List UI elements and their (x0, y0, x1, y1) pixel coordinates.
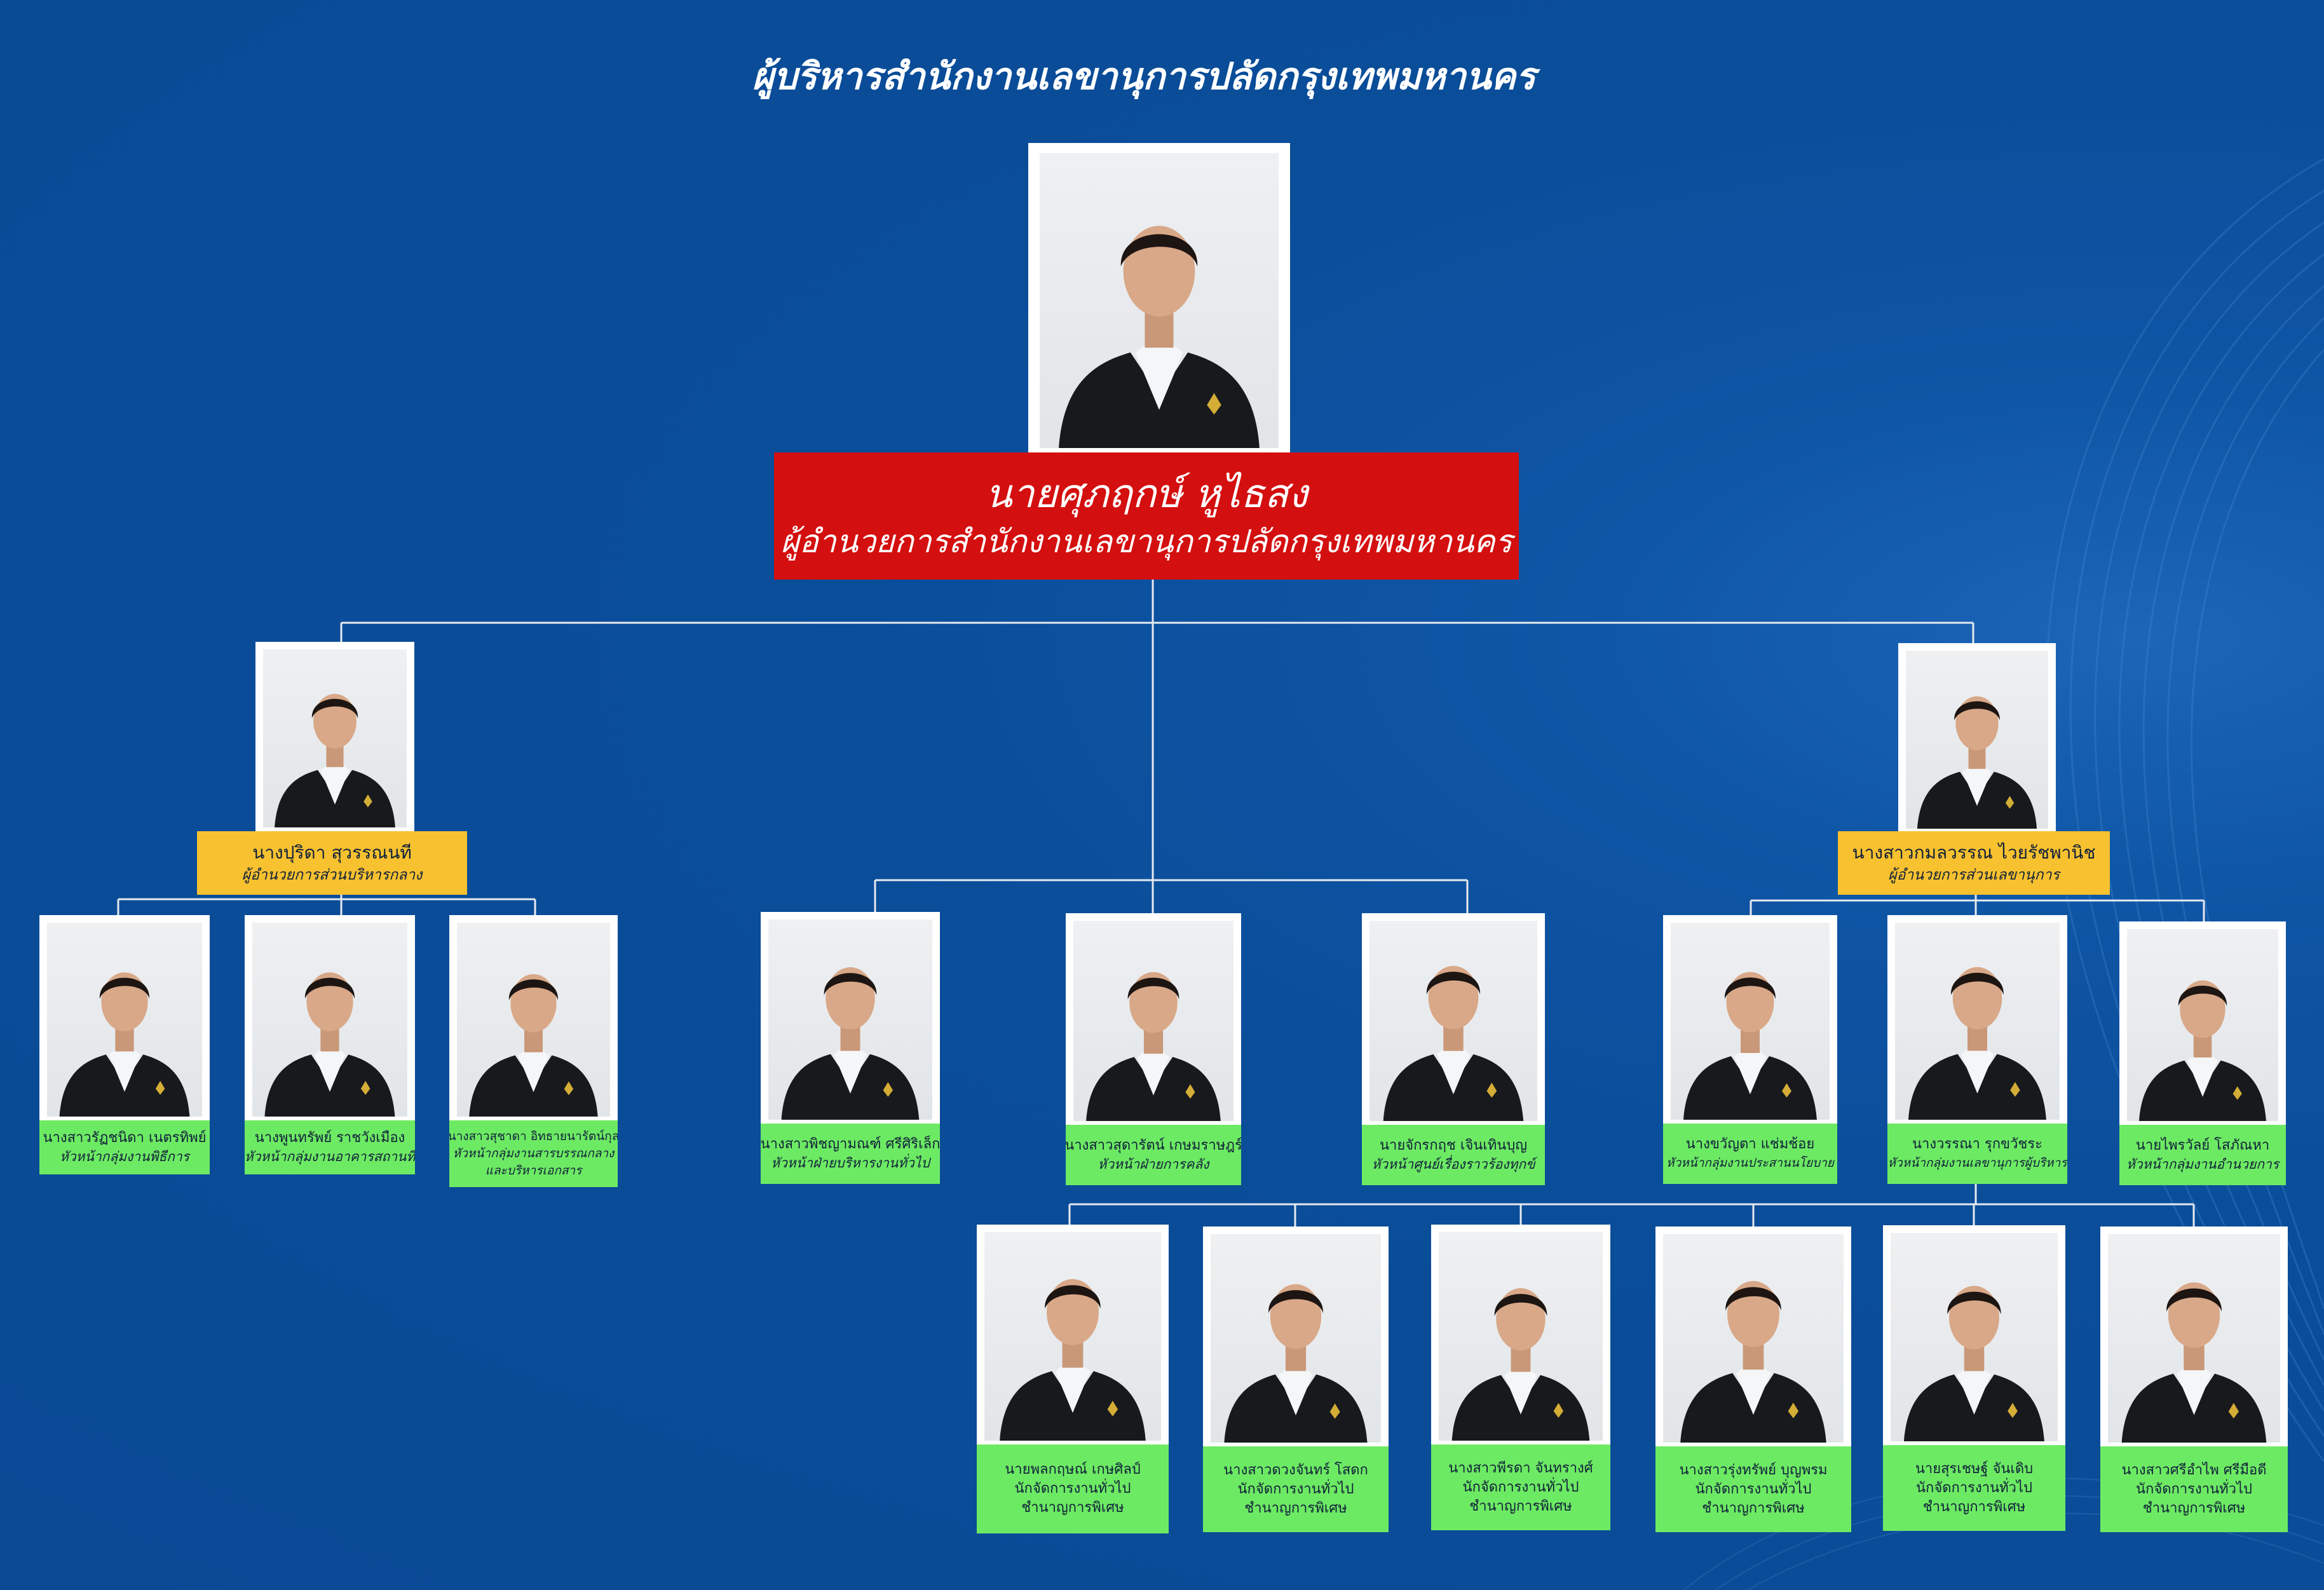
left-member-3-position-line-2: และบริหารเอกสาร (485, 1164, 582, 1178)
portrait-silhouette (1086, 972, 1221, 1121)
staff-4-photo (1655, 1226, 1851, 1448)
staff-4-label: นางสาวรุ่งทรัพย์ บุญพรม นักจัดการงานทั่ว… (1655, 1446, 1851, 1532)
staff-3-photo (1431, 1225, 1610, 1446)
staff-4-position: นักจัดการงานทั่วไป (1695, 1481, 1812, 1497)
center-member-3-name: นายจักรกฤช เจินเทินบุญ (1379, 1138, 1528, 1153)
left-member-2-position: หัวหน้ากลุ่มงานอาคารสถานที่ (245, 1149, 415, 1164)
left-member-1-label: นางสาวรัฏชนิดา เนตรทิพย์ หัวหน้ากลุ่มงาน… (39, 1120, 210, 1174)
portrait-silhouette (1683, 972, 1817, 1120)
director-position: ผู้อำนวยการสำนักงานเลขานุการปลัดกรุงเทพม… (780, 523, 1512, 560)
right-head-position: ผู้อำนวยการส่วนเลขานุการ (1888, 867, 2060, 883)
staff-1-name: นายพลกฤษณ์ เกษศิลป์ (1005, 1462, 1141, 1478)
center-member-2-label: นางสาวสุดารัตน์ เกษมราษฎร์ หัวหน้าฝ่ายกา… (1066, 1125, 1241, 1185)
portrait-silhouette (2139, 980, 2266, 1121)
right-member-2-photo (1887, 915, 2067, 1125)
left-head-position: ผู้อำนวยการส่วนบริหารกลาง (241, 867, 423, 883)
right-member-2-name: นางวรรณา รุกขวัชระ (1912, 1136, 2042, 1152)
left-head-name: นางปุริดา สุวรรณนที (252, 842, 412, 863)
staff-6-position: นักจัดการงานทั่วไป (2135, 1481, 2253, 1497)
right-member-1-position: หัวหน้ากลุ่มงานประสานนโยบาย (1666, 1156, 1834, 1170)
left-member-1-name: นางสาวรัฏชนิดา เนตรทิพย์ (43, 1130, 207, 1146)
center-member-1-label: นางสาวพิชญามณฑ์ ศรีศิริเล็ก หัวหน้าฝ่ายบ… (761, 1124, 940, 1184)
staff-6-photo (2100, 1226, 2288, 1448)
center-member-2-name: นางสาวสุดารัตน์ เกษมราษฎร์ (1066, 1138, 1241, 1153)
portrait-silhouette (1383, 965, 1524, 1121)
left-member-1-position: หัวหน้ากลุ่มงานพิธีการ (60, 1149, 189, 1164)
staff-5-name: นายสุรเชษฐ์ จันเดิบ (1915, 1460, 2034, 1477)
right-member-2-position: หัวหน้ากลุ่มงานเลขานุการผู้บริหาร (1887, 1156, 2067, 1170)
left-member-3-position: หัวหน้ากลุ่มงานสารบรรณกลาง (452, 1146, 615, 1160)
portrait-silhouette (275, 693, 395, 827)
portrait-silhouette (781, 967, 920, 1120)
center-member-1-name: นางสาวพิชญามณฑ์ ศรีศิริเล็ก (761, 1136, 940, 1152)
staff-1-level: ชำนาญการพิเศษ (1021, 1500, 1124, 1516)
staff-5-label: นายสุรเชษฐ์ จันเดิบ นักจัดการงานทั่วไป ช… (1883, 1445, 2065, 1531)
staff-1-label: นายพลกฤษณ์ เกษศิลป์ นักจัดการงานทั่วไป ช… (977, 1444, 1169, 1533)
portrait-silhouette (1904, 1286, 2044, 1441)
portrait-silhouette (1451, 1288, 1590, 1441)
staff-5-level: ชำนาญการพิเศษ (1922, 1498, 2026, 1515)
right-member-3-position: หัวหน้ากลุ่มงานอำนวยการ (2126, 1157, 2280, 1172)
portrait-silhouette (1908, 967, 2046, 1120)
staff-2-name: นางสาวดวงจันทร์ โสดก (1223, 1462, 1368, 1478)
right-member-3-photo (2119, 921, 2286, 1126)
center-member-2-position: หัวหน้าฝ่ายการคลัง (1097, 1157, 1209, 1172)
staff-3-level: ชำนาญการพิเศษ (1469, 1498, 1572, 1514)
staff-6-level: ชำนาญการพิเศษ (2142, 1500, 2246, 1516)
portrait-silhouette (469, 974, 598, 1117)
staff-3-position: นักจัดการงานทั่วไป (1462, 1479, 1579, 1495)
staff-4-name: นางสาวรุ่งทรัพย์ บุญพรม (1679, 1462, 1828, 1478)
portrait-silhouette (2121, 1282, 2267, 1443)
portrait-silhouette (59, 972, 190, 1117)
left-member-2-photo (245, 915, 415, 1122)
right-member-2-label: นางวรรณา รุกขวัชระ หัวหน้ากลุ่มงานเลขานุ… (1887, 1124, 2067, 1184)
left-member-2-name: นางพูนทรัพย์ ราชวังเมือง (254, 1130, 405, 1146)
portrait-silhouette (1917, 696, 2037, 829)
right-head-label: นางสาวกมลวรรณ ไวยรัชพานิช ผู้อำนวยการส่ว… (1838, 831, 2110, 895)
portrait-silhouette (1680, 1281, 1826, 1443)
right-member-1-name: นางขวัญตา แช่มช้อย (1685, 1136, 1815, 1152)
left-member-3-label: นางสาวสุชาดา อิทธายนารัตน์กุล หัวหน้ากลุ… (449, 1120, 618, 1187)
right-head-photo (1898, 643, 2056, 834)
staff-5-photo (1883, 1225, 2065, 1446)
left-member-2-label: นางพูนทรัพย์ ราชวังเมือง หัวหน้ากลุ่มงาน… (245, 1120, 415, 1174)
portrait-silhouette (1224, 1284, 1368, 1443)
center-member-3-photo (1362, 913, 1545, 1126)
left-member-3-photo (449, 915, 618, 1122)
staff-5-position: นักจัดการงานทั่วไป (1915, 1479, 2033, 1496)
center-member-1-position: หัวหน้าฝ่ายบริหารงานทั่วไป (771, 1155, 930, 1171)
director-name: นายศุภฤกษ์ หูไธสง (985, 470, 1308, 517)
staff-3-label: นางสาวพีรดา จันทรางศ์ นักจัดการงานทั่วไป… (1431, 1444, 1610, 1530)
staff-6-name: นางสาวศรีอำไพ ศรีมือดี (2121, 1462, 2267, 1478)
staff-3-name: นางสาวพีรดา จันทรางศ์ (1448, 1460, 1593, 1476)
center-member-3-label: นายจักรกฤช เจินเทินบุญ หัวหน้าศูนย์เรื่อ… (1362, 1125, 1545, 1185)
staff-1-position: นักจัดการงานทั่วไป (1014, 1481, 1131, 1497)
left-head-label: นางปุริดา สุวรรณนที ผู้อำนวยการส่วนบริหา… (197, 831, 467, 895)
left-member-1-photo (39, 915, 210, 1122)
center-member-1-photo (761, 912, 940, 1125)
center-member-3-position: หัวหน้าศูนย์เรื่องราวร้องทุกข์ (1371, 1157, 1535, 1172)
portrait-silhouette (1000, 1279, 1146, 1441)
portrait-silhouette (264, 972, 395, 1117)
staff-2-position: นักจัดการงานทั่วไป (1237, 1481, 1354, 1497)
left-head-photo (255, 642, 414, 832)
director-label: นายศุภฤกษ์ หูไธสง ผู้อำนวยการสำนักงานเลข… (774, 452, 1519, 580)
right-member-1-label: นางขวัญตา แช่มช้อย หัวหน้ากลุ่มงานประสาน… (1663, 1124, 1837, 1184)
center-member-2-photo (1066, 913, 1241, 1126)
staff-4-level: ชำนาญการพิเศษ (1702, 1500, 1805, 1516)
staff-6-label: นางสาวศรีอำไพ ศรีมือดี นักจัดการงานทั่วไ… (2100, 1446, 2288, 1532)
right-member-3-label: นายไพรวัลย์ โสภัณหา หัวหน้ากลุ่มงานอำนวย… (2119, 1125, 2286, 1185)
director-photo (1028, 143, 1290, 454)
staff-2-label: นางสาวดวงจันทร์ โสดก นักจัดการงานทั่วไป … (1203, 1446, 1389, 1532)
staff-2-level: ชำนาญการพิเศษ (1244, 1500, 1347, 1516)
right-member-1-photo (1663, 915, 1837, 1125)
staff-1-photo (977, 1225, 1169, 1446)
right-member-3-name: นายไพรวัลย์ โสภัณหา (2135, 1138, 2270, 1153)
portrait-silhouette (1059, 226, 1260, 448)
staff-2-photo (1203, 1226, 1389, 1448)
left-member-3-name: นางสาวสุชาดา อิทธายนารัตน์กุล (449, 1129, 618, 1143)
right-head-name: นางสาวกมลวรรณ ไวยรัชพานิช (1852, 842, 2096, 863)
page-title: ผู้บริหารสำนักงานเลขานุการปลัดกรุงเทพมหา… (752, 55, 1536, 98)
